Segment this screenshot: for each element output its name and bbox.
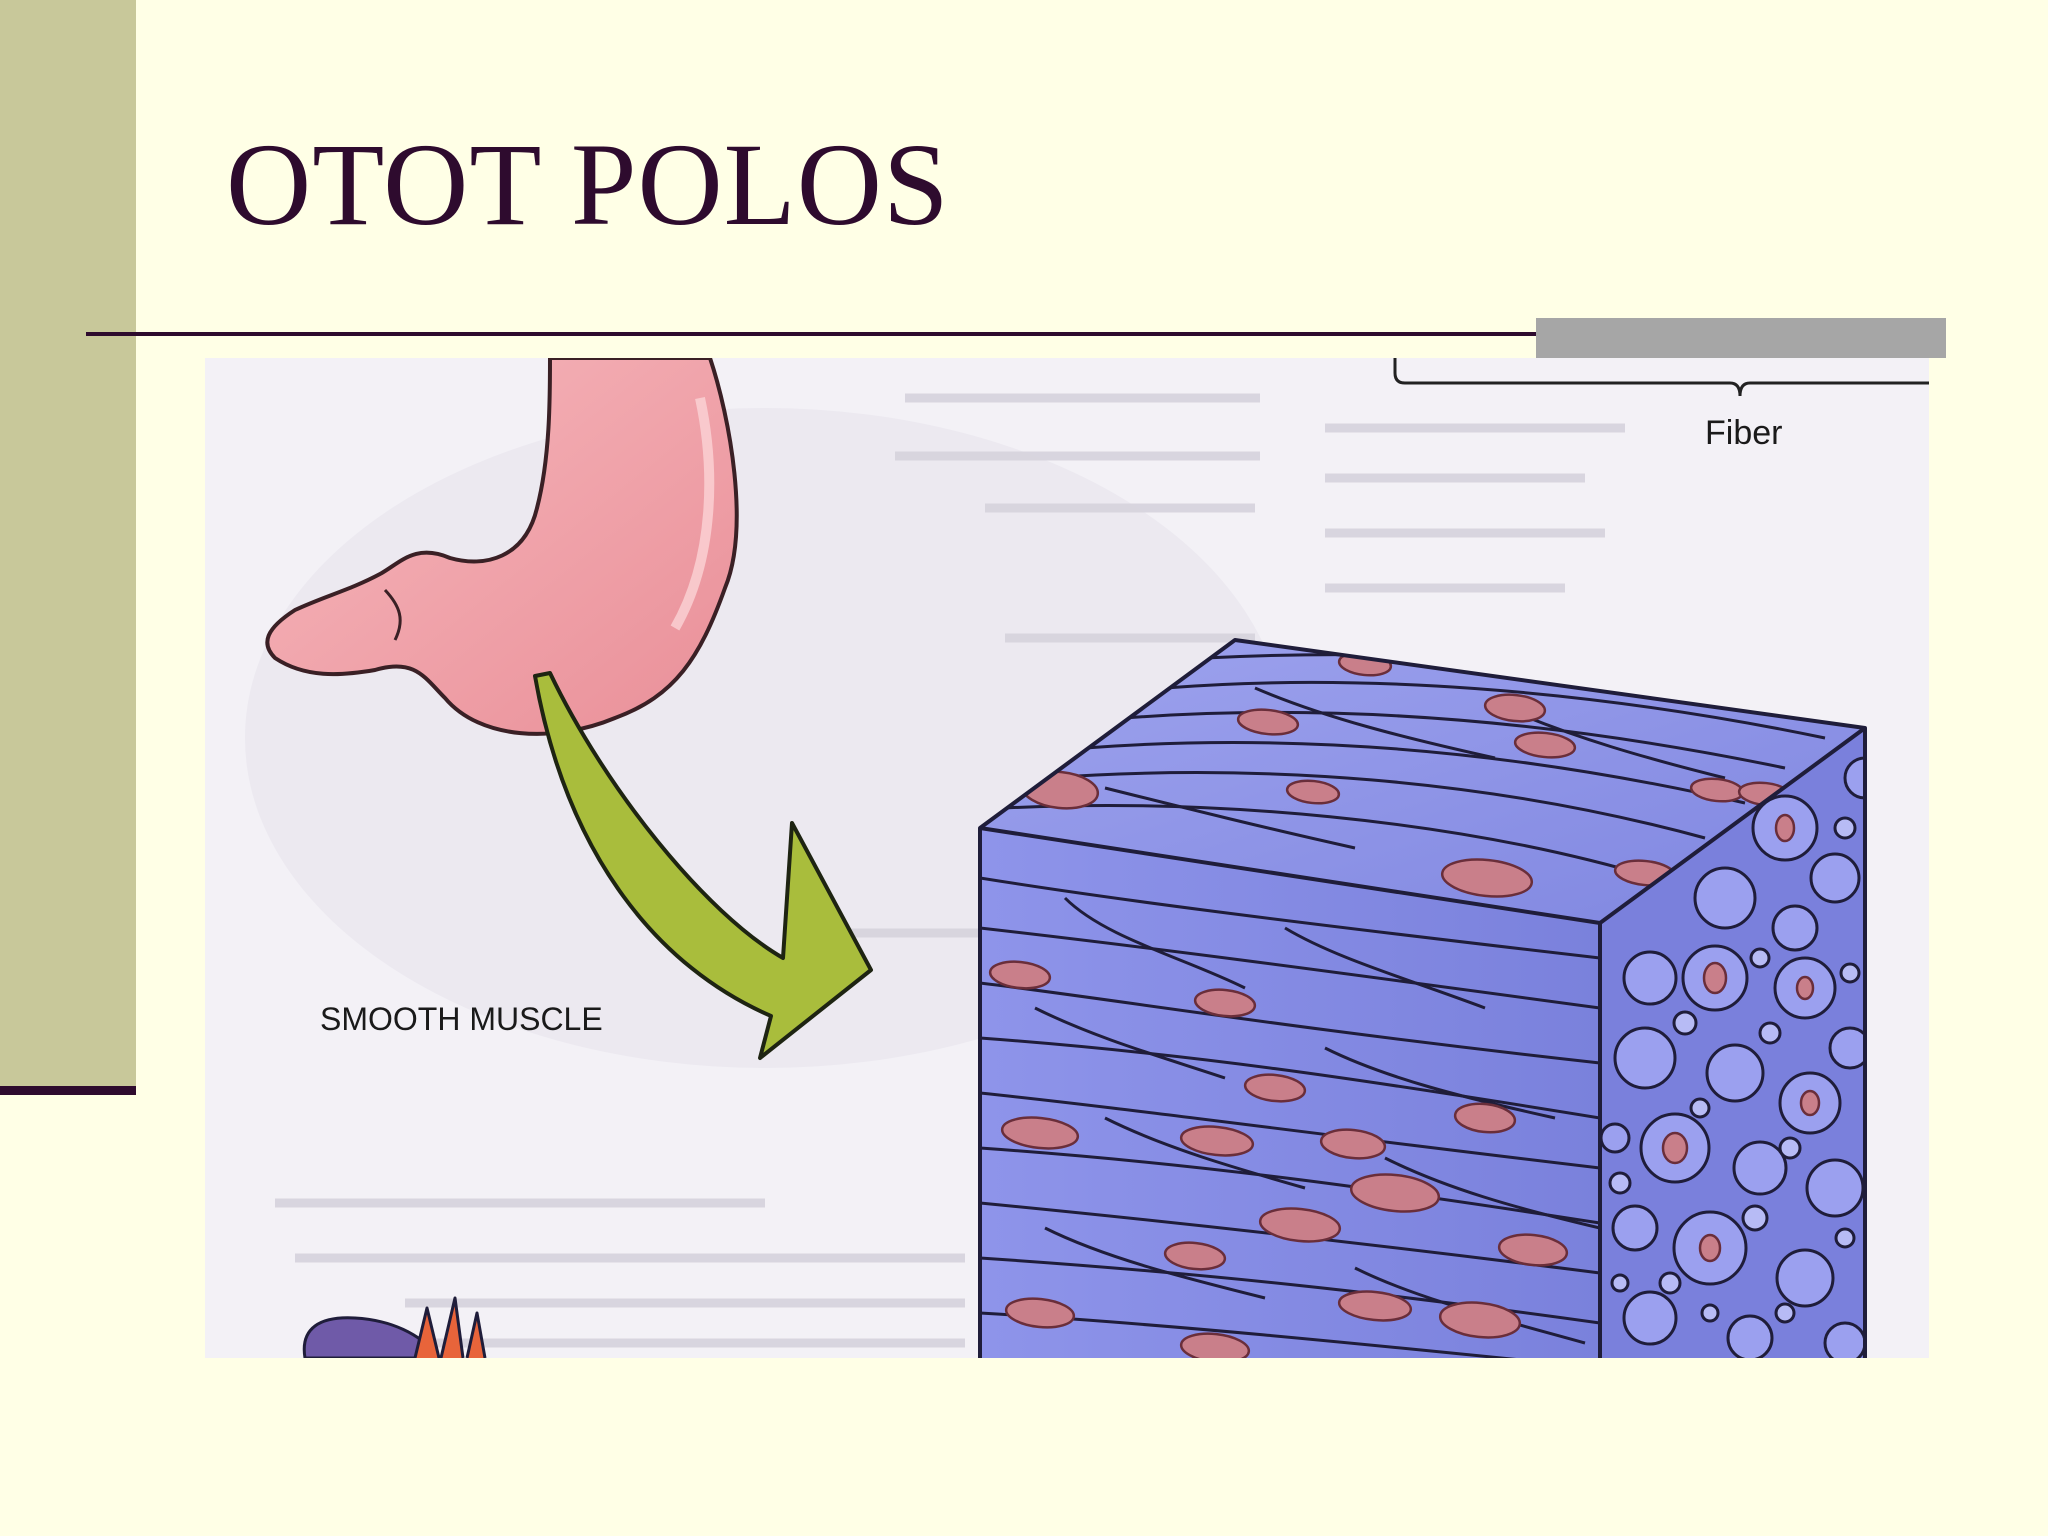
- left-accent-underline: [0, 1086, 136, 1095]
- fiber-bracket: [1393, 358, 1929, 397]
- tissue-block-side-face: [1600, 728, 1865, 1358]
- smooth-muscle-label: SMOOTH MUSCLE: [320, 1001, 603, 1037]
- slide-title: OTOT POLOS: [226, 119, 950, 250]
- tissue-block-top-face: [980, 640, 1865, 923]
- title-divider: [86, 332, 1946, 336]
- stomach-fold: [383, 588, 402, 641]
- fiber-label: Fiber: [1705, 414, 1782, 452]
- front-face-cells: [980, 876, 1600, 1358]
- green-curved-arrow: [533, 671, 873, 1060]
- gray-accent-tab: [1536, 318, 1946, 358]
- tissue-block-edges: [978, 638, 1867, 1358]
- cross-section-cells: [1600, 756, 1865, 1358]
- smooth-muscle-figure: Fiber SMOOTH MUSCLE: [205, 358, 1929, 1358]
- stomach-highlight: [670, 396, 715, 631]
- stomach-illustration: [265, 358, 739, 736]
- partial-heart-illustration: [302, 1296, 487, 1358]
- left-accent-bar: [0, 0, 136, 1092]
- smooth-muscle-illustration: Fiber SMOOTH MUSCLE: [205, 358, 1929, 1358]
